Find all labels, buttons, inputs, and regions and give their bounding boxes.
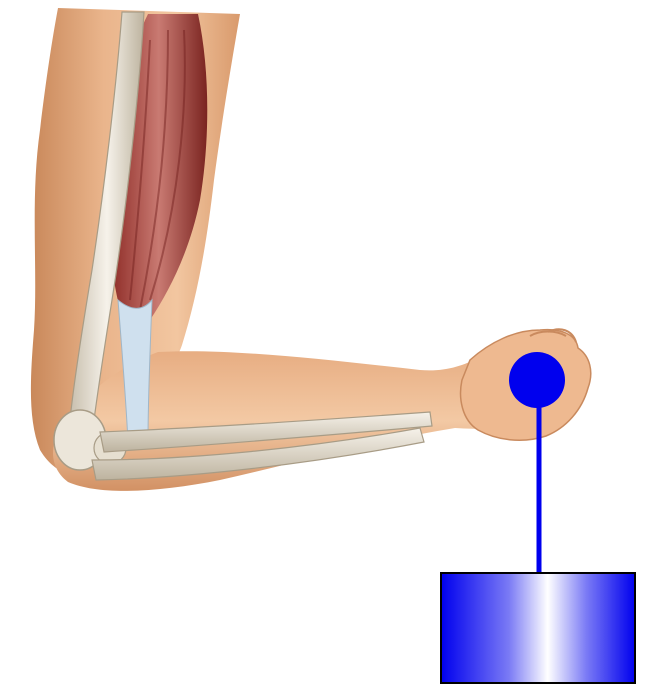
- grip-point: [509, 352, 565, 408]
- weight-block: [441, 573, 635, 683]
